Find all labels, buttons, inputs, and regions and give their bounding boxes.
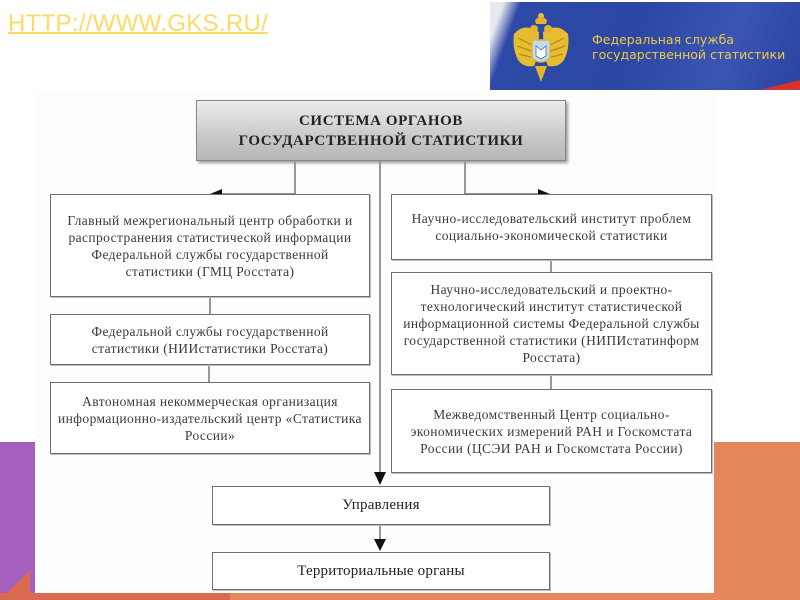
double-headed-eagle-emblem-icon <box>513 13 569 82</box>
center-node-territorial: Территориальные органы <box>212 552 550 590</box>
left-node-nii-statistiki: Федеральной службы государственной стати… <box>50 314 370 365</box>
right-node-nipi-statinform: Научно-исследовательский и проектно-техн… <box>391 272 712 375</box>
center-node-upravleniya-text: Управления <box>342 497 420 513</box>
decor-bottom-bar <box>0 593 800 600</box>
left-node-nii-statistiki-text: Федеральной службы государственной стати… <box>91 323 329 356</box>
right-node-cseii-ran: Межведомственный Центр социально-экономи… <box>391 389 712 473</box>
gks-url-link[interactable]: HTTP://WWW.GKS.RU/ <box>8 10 269 37</box>
decor-orange-block <box>714 442 800 600</box>
decor-bottom-bar-left <box>0 593 230 600</box>
center-node-territorial-text: Территориальные органы <box>297 562 465 579</box>
root-node-line2: ГОСУДАРСТВЕННОЙ СТАТИСТИКИ <box>238 132 524 149</box>
left-node-gmc: Главный межрегиональный центр обработки … <box>50 194 370 297</box>
decor-corner-triangle <box>0 570 30 600</box>
right-node-nii-problems: Научно-исследовательский институт пробле… <box>391 194 712 260</box>
logo-text: Федеральная служба государственной стати… <box>592 32 785 62</box>
right-node-cseii-ran-text: Межведомственный Центр социально-экономи… <box>410 406 693 456</box>
left-node-statistika-rossii: Автономная некоммерческая организация ин… <box>50 382 370 454</box>
root-node: СИСТЕМА ОРГАНОВ ГОСУДАРСТВЕННОЙ СТАТИСТИ… <box>196 100 566 161</box>
logo-flag-stripe <box>760 80 800 90</box>
root-node-line1: СИСТЕМА ОРГАНОВ <box>299 112 463 129</box>
logo-text-line1: Федеральная служба <box>592 32 734 47</box>
rosstat-logo-banner: Федеральная служба государственной стати… <box>490 2 800 90</box>
right-node-nii-problems-text: Научно-исследовательский институт пробле… <box>411 211 692 243</box>
logo-text-line2: государственной статистики <box>592 47 786 62</box>
left-node-gmc-text: Главный межрегиональный центр обработки … <box>67 212 353 279</box>
left-node-statistika-rossii-text: Автономная некоммерческая организация ин… <box>58 393 362 443</box>
center-node-upravleniya: Управления <box>212 486 550 525</box>
right-node-nipi-statinform-text: Научно-исследовательский и проектно-техн… <box>403 282 700 365</box>
